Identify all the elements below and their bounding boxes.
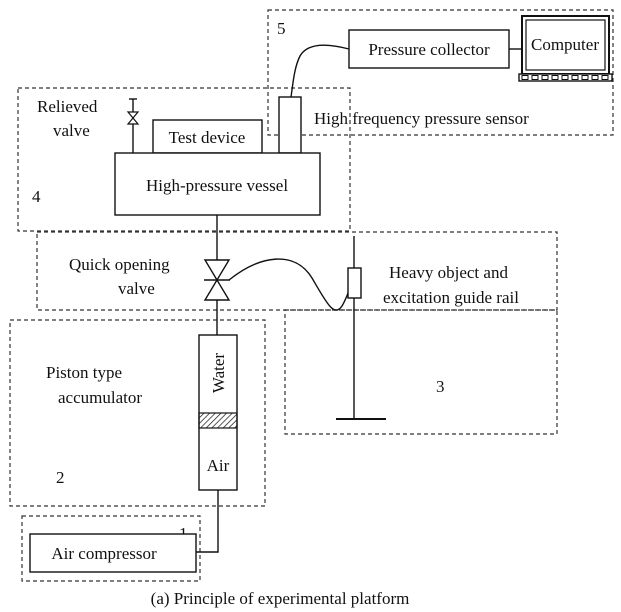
test-device-label: Test device (169, 128, 246, 147)
sensor-cable (290, 44, 350, 98)
air-label: Air (207, 456, 230, 475)
heavy-object (347, 267, 362, 299)
heavy-object-label-line1: Heavy object and (389, 263, 508, 282)
relieved-valve-label-line2: valve (53, 121, 90, 140)
air-compressor-label: Air compressor (51, 544, 157, 563)
sensor-label: High frequency pressure sensor (314, 109, 529, 128)
high-pressure-vessel-box (114, 152, 321, 216)
group-4-boundary (17, 87, 351, 232)
compressor-pipe (196, 490, 219, 553)
piston-label-line2: accumulator (58, 388, 142, 407)
air-compressor-box (29, 533, 197, 573)
computer-label: Computer (531, 35, 599, 54)
keyboard-icon (518, 73, 613, 82)
group-5-number: 5 (277, 19, 286, 38)
high-pressure-vessel-label: High-pressure vessel (146, 176, 288, 195)
quick-valve-label-line1: Quick opening (69, 255, 170, 274)
group-5-boundary (267, 9, 614, 136)
relieved-valve-icon (126, 98, 140, 153)
heavy-object-label-line2: excitation guide rail (383, 288, 519, 307)
relieved-valve-label-line1: Relieved (37, 97, 98, 116)
group-3-number: 3 (436, 377, 445, 396)
figure-caption: (a) Principle of experimental platform (151, 589, 410, 608)
quick-valve-label-line2: valve (118, 279, 155, 298)
group-4-number: 4 (32, 187, 41, 206)
group-2-boundary (9, 319, 266, 507)
group-3-lower-boundary (284, 309, 558, 435)
trigger-cable (228, 258, 355, 311)
pressure-collector-label: Pressure collector (368, 40, 490, 59)
group-3-upper-boundary (36, 231, 558, 311)
pressure-collector-box (348, 29, 510, 69)
piston-label-line1: Piston type (46, 363, 122, 382)
computer-screen (525, 19, 606, 71)
accumulator-piston (198, 412, 238, 429)
group-1-boundary (21, 515, 201, 582)
group-2-number: 2 (56, 468, 65, 487)
quick-opening-valve-icon (203, 259, 231, 301)
water-label: Water (209, 353, 228, 393)
high-frequency-pressure-sensor (278, 96, 302, 154)
